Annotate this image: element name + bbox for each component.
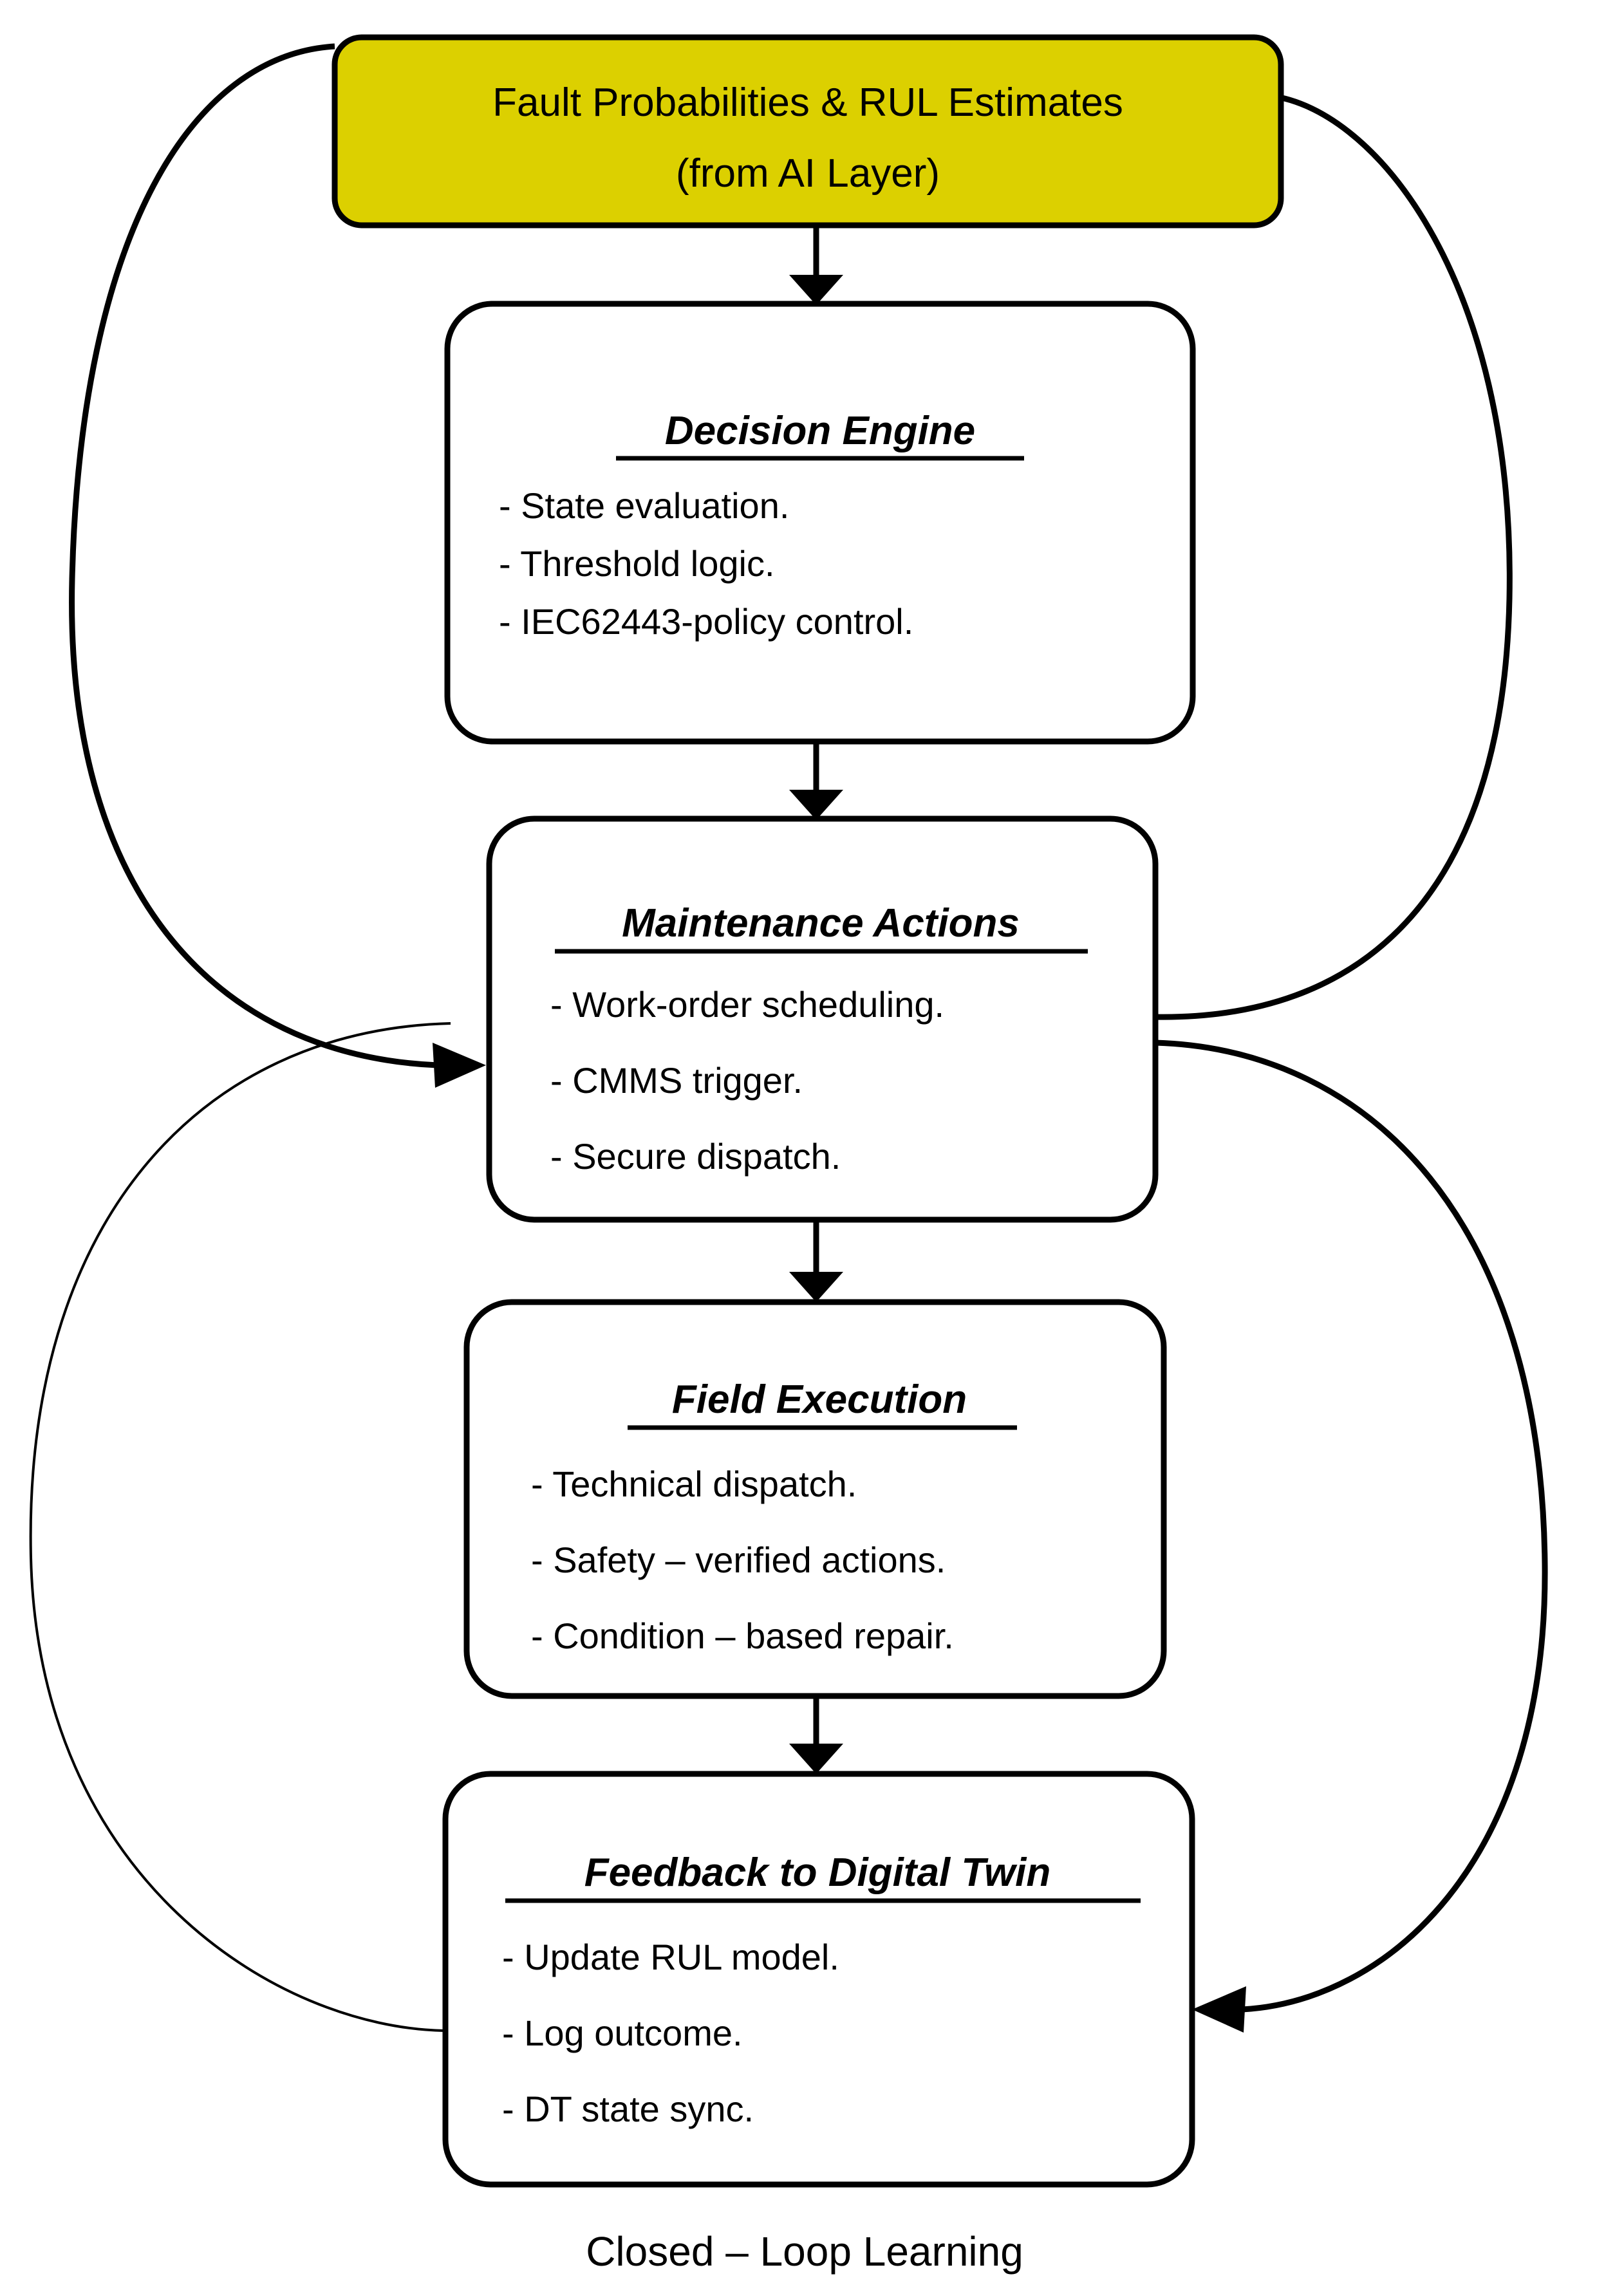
maintenance-actions-title: Maintenance Actions [622, 901, 1020, 946]
decision-engine-bullet-2: - Threshold logic. [499, 543, 775, 584]
arrowhead-icon [1192, 1986, 1246, 2033]
field-execution-bullet-2: - Safety – verified actions. [531, 1540, 946, 1580]
decision-engine-bullet-1: - State evaluation. [499, 485, 789, 526]
connector-field-to-feedback [789, 1696, 843, 1774]
arrowhead-icon [789, 1744, 843, 1774]
arrowhead-icon [789, 1272, 843, 1302]
node-field-execution[interactable]: Field Execution - Technical dispatch. - … [463, 1299, 1167, 1699]
connector-feedback-to-maintenance-left-loop [29, 1022, 451, 2032]
feedback-to-digital-twin-bullet-1: - Update RUL model. [502, 1937, 839, 1977]
field-execution-bullet-3: - Condition – based repair. [531, 1616, 954, 1656]
decision-engine-shape [444, 301, 1196, 745]
arrowhead-icon [789, 790, 843, 820]
feedback-to-digital-twin-bullet-3: - DT state sync. [502, 2089, 754, 2129]
node-decision-engine[interactable]: Decision Engine - State evaluation. - Th… [444, 301, 1196, 745]
node-feedback-to-digital-twin[interactable]: Feedback to Digital Twin - Update RUL mo… [442, 1771, 1195, 2188]
node-maintenance-actions[interactable]: Maintenance Actions - Work-order schedul… [486, 815, 1159, 1223]
maintenance-actions-bullet-3: - Secure dispatch. [550, 1136, 841, 1177]
feedback-to-digital-twin-title: Feedback to Digital Twin [584, 1850, 1051, 1895]
connector-banner-to-maintenance-left-loop [69, 43, 486, 1088]
decision-engine-bullet-3: - IEC62443-policy control. [499, 601, 913, 642]
maintenance-actions-bullet-2: - CMMS trigger. [550, 1060, 803, 1101]
field-execution-bullet-1: - Technical dispatch. [531, 1464, 857, 1504]
feedback-to-digital-twin-bullet-2: - Log outcome. [502, 2013, 743, 2053]
connector-maintenance-to-field [789, 1220, 843, 1302]
decision-engine-title: Decision Engine [665, 409, 975, 453]
connector-banner-to-decision [789, 225, 843, 305]
connector-maintenance-to-feedback-right-loop [1155, 1039, 1548, 2033]
field-execution-title: Field Execution [672, 1377, 967, 1422]
diagram-caption: Closed – Loop Learning [586, 2228, 1023, 2275]
maintenance-actions-bullet-1: - Work-order scheduling. [550, 984, 944, 1025]
fault-probabilities-banner[interactable]: Fault Probabilities & RUL Estimates (fro… [331, 34, 1284, 228]
feedback-to-digital-twin-shape [442, 1771, 1195, 2188]
arrowhead-icon [433, 1043, 486, 1088]
banner-shape [331, 34, 1284, 228]
field-execution-shape [463, 1299, 1167, 1699]
banner-line-1: Fault Probabilities & RUL Estimates [492, 80, 1123, 125]
maintenance-actions-shape [486, 815, 1159, 1223]
banner-line-2: (from AI Layer) [676, 151, 940, 196]
arrowhead-icon [789, 275, 843, 305]
connector-decision-to-maintenance [789, 741, 843, 820]
